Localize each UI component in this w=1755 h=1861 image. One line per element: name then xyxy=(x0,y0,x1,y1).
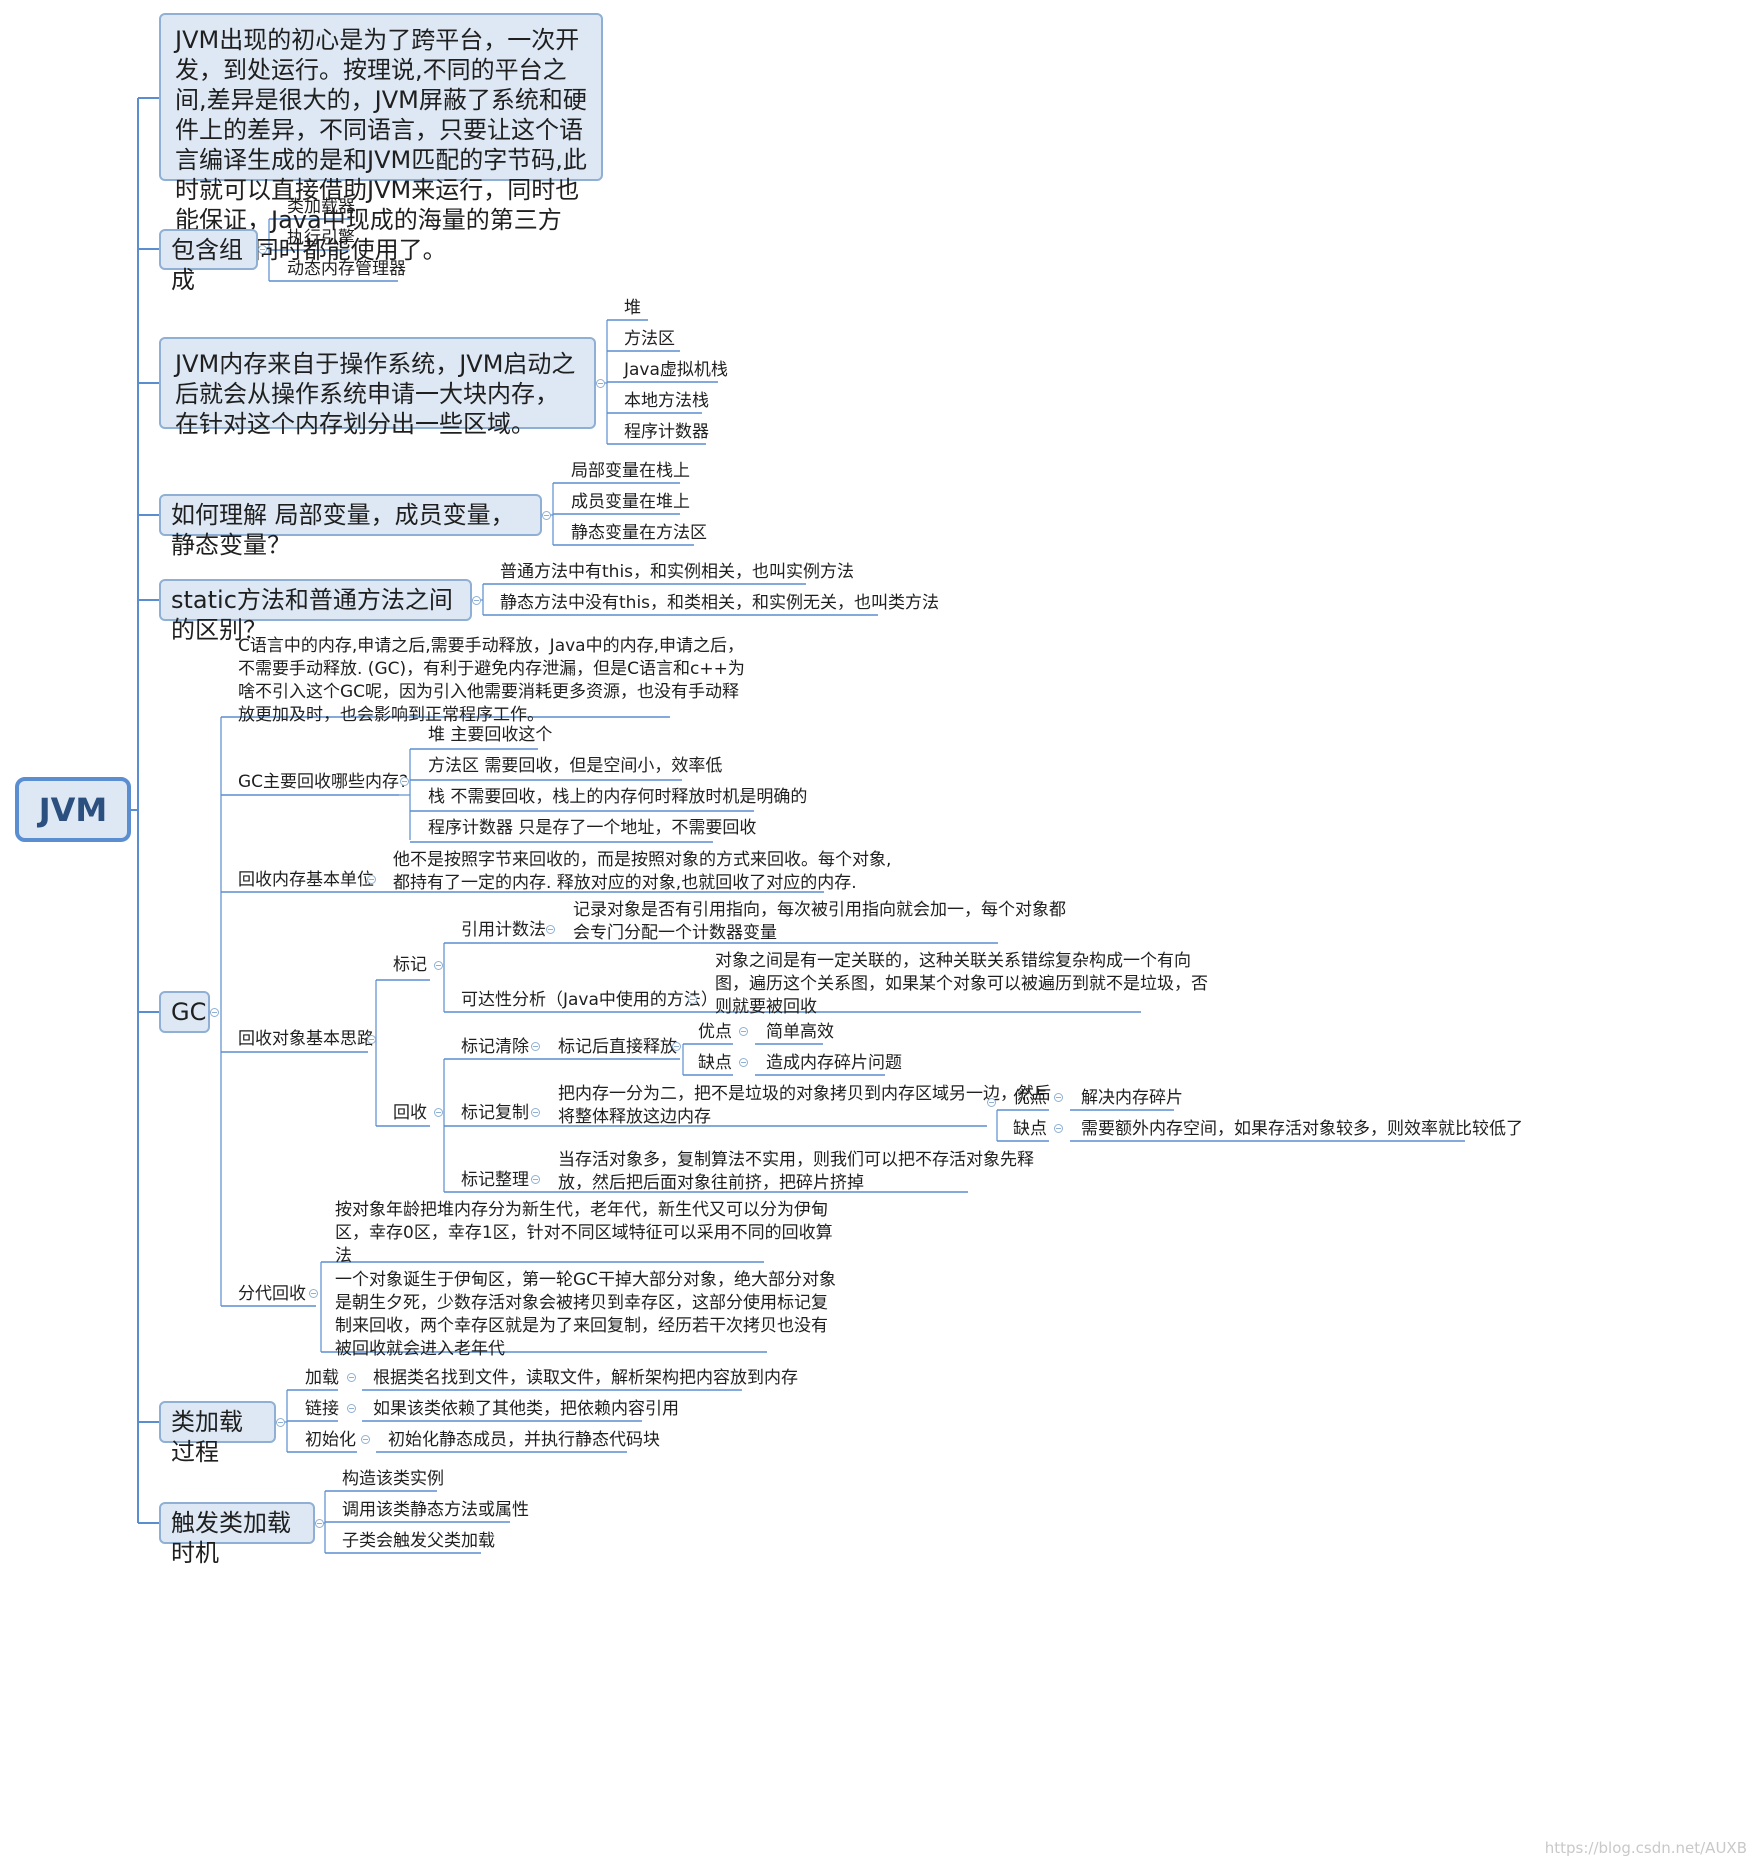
leaf-memory-jvm-stack[interactable]: Java虚拟机栈 xyxy=(624,360,728,380)
collapse-icon[interactable] xyxy=(434,1108,443,1117)
watermark: https://blog.csdn.net/AUXB xyxy=(1544,1839,1747,1857)
gc-mark-title[interactable]: 标记 xyxy=(393,955,427,975)
gc-copy-desc[interactable]: 把内存一分为二，把不是垃圾的对象拷贝到内存区域另一边，然后 将整体释放这边内存 xyxy=(558,1084,1051,1127)
collapse-icon[interactable] xyxy=(531,1108,540,1117)
gc-copy-pro-label[interactable]: 优点 xyxy=(1013,1088,1047,1108)
collapse-icon[interactable] xyxy=(688,995,697,1004)
gc-sweep-con[interactable]: 造成内存碎片问题 xyxy=(766,1053,902,1073)
collapse-icon[interactable] xyxy=(367,1035,376,1044)
gc-node[interactable]: GC xyxy=(159,991,210,1033)
gc-region-pc[interactable]: 程序计数器 只是存了一个地址，不需要回收 xyxy=(428,818,757,838)
leaf-instance-method[interactable]: 普通方法中有this，和实例相关，也叫实例方法 xyxy=(500,562,855,582)
collapse-icon[interactable] xyxy=(400,777,409,786)
collapse-icon[interactable] xyxy=(276,1418,285,1427)
leaf-memory-pc[interactable]: 程序计数器 xyxy=(624,422,709,442)
collapse-icon[interactable] xyxy=(987,1098,996,1107)
leaf-var-local[interactable]: 局部变量在栈上 xyxy=(571,461,690,481)
intro-node[interactable]: JVM出现的初心是为了跨平台，一次开发，到处运行。按理说,不同的平台之间,差异是… xyxy=(159,13,603,264)
collapse-icon[interactable] xyxy=(258,245,267,254)
gc-copy-pro[interactable]: 解决内存碎片 xyxy=(1081,1088,1183,1108)
gc-sweep-desc[interactable]: 标记后直接释放 xyxy=(558,1037,677,1057)
gc-generational-text-1[interactable]: 按对象年龄把堆内存分为新生代，老年代，新生代又可以分为伊甸 区，幸存0区，幸存1… xyxy=(335,1200,833,1266)
memory-node[interactable]: JVM内存来自于操作系统，JVM启动之后就会从操作系统申请一大块内存，在针对这个… xyxy=(159,337,596,438)
gc-generational-title[interactable]: 分代回收 xyxy=(238,1284,306,1304)
trigger-static[interactable]: 调用该类静态方法或属性 xyxy=(342,1500,529,1520)
trigger-instance[interactable]: 构造该类实例 xyxy=(342,1469,444,1489)
variables-node[interactable]: 如何理解 局部变量，成员变量，静态变量？ xyxy=(159,494,542,559)
cl-link-label[interactable]: 链接 xyxy=(305,1399,339,1419)
leaf-component-1[interactable]: 类加载器 xyxy=(287,197,355,217)
collapse-icon[interactable] xyxy=(546,925,555,934)
leaf-component-3[interactable]: 动态内存管理器 xyxy=(287,259,406,279)
gc-regions-title[interactable]: GC主要回收哪些内存? xyxy=(238,772,409,792)
leaf-var-member[interactable]: 成员变量在堆上 xyxy=(571,492,690,512)
gc-sweep-title[interactable]: 标记清除 xyxy=(461,1037,529,1057)
leaf-component-2[interactable]: 执行引擎 xyxy=(287,228,355,248)
trigger-subclass[interactable]: 子类会触发父类加载 xyxy=(342,1531,495,1551)
gc-refcount-text[interactable]: 记录对象是否有引用指向，每次被引用指向就会加一，每个对象都 会专门分配一个计数器… xyxy=(573,900,1066,943)
static-methods-node[interactable]: static方法和普通方法之间的区别？ xyxy=(159,579,472,644)
collapse-icon[interactable] xyxy=(531,1175,540,1184)
gc-reachability-title[interactable]: 可达性分析（Java中使用的方法） xyxy=(461,990,718,1010)
cl-init-desc[interactable]: 初始化静态成员，并执行静态代码块 xyxy=(388,1430,660,1450)
collapse-icon[interactable] xyxy=(739,1027,748,1036)
gc-compact-title[interactable]: 标记整理 xyxy=(461,1170,529,1190)
collapse-icon[interactable] xyxy=(531,1042,540,1051)
gc-unit-title[interactable]: 回收内存基本单位 xyxy=(238,870,374,890)
collapse-icon[interactable] xyxy=(596,379,605,388)
cl-load-label[interactable]: 加载 xyxy=(305,1368,339,1388)
collapse-icon[interactable] xyxy=(472,596,481,605)
cl-init-label[interactable]: 初始化 xyxy=(305,1430,356,1450)
gc-copy-con[interactable]: 需要额外内存空间，如果存活对象较多，则效率就比较低了 xyxy=(1081,1119,1523,1139)
gc-intro-text[interactable]: C语言中的内存,申请之后,需要手动释放，Java中的内存,申请之后， 不需要手动… xyxy=(238,636,745,725)
collapse-icon[interactable] xyxy=(210,1008,219,1017)
leaf-class-method[interactable]: 静态方法中没有this，和类相关，和实例无关，也叫类方法 xyxy=(500,593,940,613)
collapse-icon[interactable] xyxy=(309,1289,318,1298)
collapse-icon[interactable] xyxy=(361,1435,370,1444)
leaf-memory-native-stack[interactable]: 本地方法栈 xyxy=(624,391,709,411)
gc-unit-text[interactable]: 他不是按照字节来回收的，而是按照对象的方式来回收。每个对象, 都持有了一定的内存… xyxy=(393,850,892,893)
collapse-icon[interactable] xyxy=(739,1058,748,1067)
gc-copy-con-label[interactable]: 缺点 xyxy=(1013,1119,1047,1139)
gc-sweep-pro[interactable]: 简单高效 xyxy=(766,1022,834,1042)
collapse-icon[interactable] xyxy=(347,1404,356,1413)
gc-generational-text-2[interactable]: 一个对象诞生于伊甸区，第一轮GC干掉大部分对象，绝大部分对象 是朝生夕死，少数存… xyxy=(335,1270,837,1359)
gc-sweep-pro-label[interactable]: 优点 xyxy=(698,1022,732,1042)
cl-link-desc[interactable]: 如果该类依赖了其他类，把依赖内容引用 xyxy=(373,1399,679,1419)
collapse-icon[interactable] xyxy=(1054,1093,1063,1102)
leaf-memory-heap[interactable]: 堆 xyxy=(624,298,641,318)
collapse-icon[interactable] xyxy=(1054,1124,1063,1133)
gc-region-heap[interactable]: 堆 主要回收这个 xyxy=(428,725,553,745)
collapse-icon[interactable] xyxy=(367,875,376,884)
collapse-icon[interactable] xyxy=(347,1373,356,1382)
components-node[interactable]: 包含组成 xyxy=(159,229,258,294)
gc-region-stack[interactable]: 栈 不需要回收，栈上的内存何时释放时机是明确的 xyxy=(428,787,808,807)
gc-sweep-con-label[interactable]: 缺点 xyxy=(698,1053,732,1073)
gc-compact-desc[interactable]: 当存活对象多，复制算法不实用，则我们可以把不存活对象先释 放，然后把后面对象往前… xyxy=(558,1150,1034,1193)
collapse-icon[interactable] xyxy=(315,1519,324,1528)
gc-copy-title[interactable]: 标记复制 xyxy=(461,1103,529,1123)
leaf-memory-method-area[interactable]: 方法区 xyxy=(624,329,675,349)
gc-reachability-text[interactable]: 对象之间是有一定关联的，这种关联关系错综复杂构成一个有向 图，遍历这个关系图，如… xyxy=(715,951,1208,1017)
triggers-node[interactable]: 触发类加载时机 xyxy=(159,1502,315,1567)
collapse-icon[interactable] xyxy=(542,511,551,520)
cl-load-desc[interactable]: 根据类名找到文件，读取文件，解析架构把内容放到内存 xyxy=(373,1368,798,1388)
gc-refcount-title[interactable]: 引用计数法 xyxy=(461,920,546,940)
gc-reclaim-title[interactable]: 回收 xyxy=(393,1103,427,1123)
gc-approach-title[interactable]: 回收对象基本思路 xyxy=(238,1029,374,1049)
classloading-node[interactable]: 类加载过程 xyxy=(159,1401,276,1466)
collapse-icon[interactable] xyxy=(434,961,443,970)
root-node[interactable]: JVM xyxy=(15,777,131,842)
collapse-icon[interactable] xyxy=(672,1042,681,1051)
gc-region-method-area[interactable]: 方法区 需要回收，但是空间小，效率低 xyxy=(428,756,723,776)
leaf-var-static[interactable]: 静态变量在方法区 xyxy=(571,523,707,543)
